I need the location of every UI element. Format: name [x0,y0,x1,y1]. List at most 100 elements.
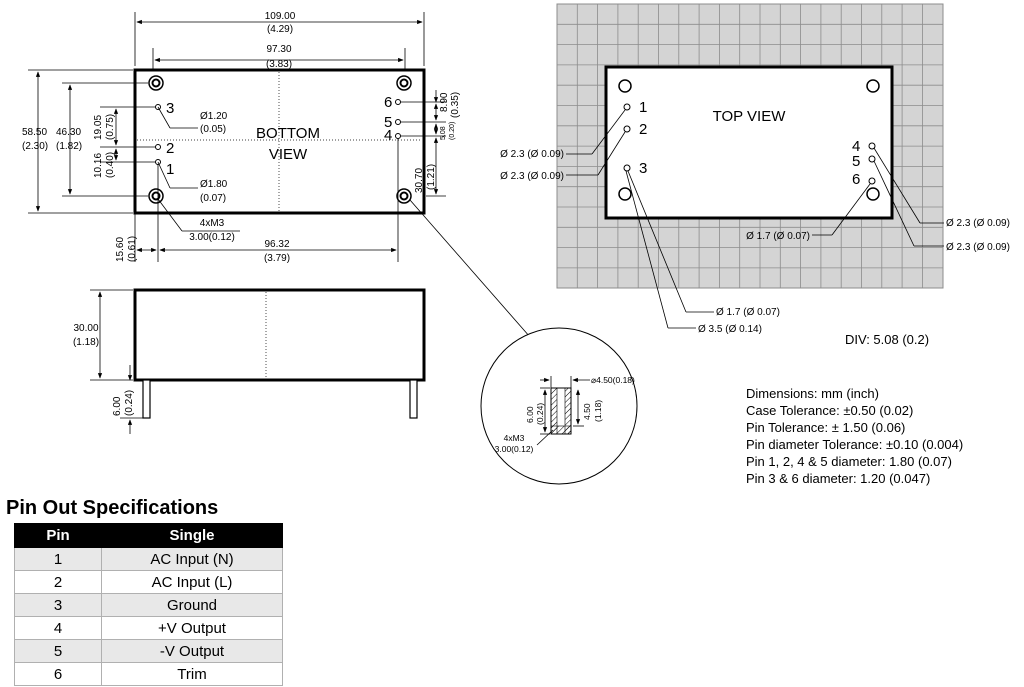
dim-pin12-inch: (0.40) [105,152,116,178]
dim-pin-length: 6.00 [112,396,123,416]
top-pin-5-label: 5 [852,153,860,170]
column-header-pin: Pin [14,523,102,548]
callout-pin4: Ø 2.3 (Ø 0.09) [946,218,1010,229]
pin-1-label: 1 [166,161,174,178]
pin-3-marker [155,104,161,110]
table-row: 4 +V Output [14,616,283,640]
top-mount-hole [618,79,632,93]
dim-pin56: 8.90 [439,92,450,112]
pin-2-label: 2 [166,140,174,157]
mounting-hole [396,188,412,204]
dim-pin-span: 96.32 [264,239,289,250]
dim-inner-height: 46.30 [56,127,81,138]
bottom-case-outline [133,68,426,215]
dim-pin45-inch: (0.20) [449,122,456,140]
dim-right-offset: 30.70 [414,168,425,193]
mounting-hole [148,188,164,204]
detail-depth: 6.00 [525,406,535,423]
pin-number: 6 [14,662,102,686]
pin3-diameter: Ø1.20 [200,111,228,122]
top-pin-3 [623,164,631,172]
dim-width: 109.00 [265,11,296,22]
dim-pin12: 10.16 [93,153,104,178]
top-view: TOP VIEW 1 2 3 4 5 6 Ø 2.3 (Ø 0.09) Ø 2.… [500,3,1010,347]
top-pin-6 [868,177,876,185]
pin-3-label: 3 [166,100,174,117]
detail-mount: 4xM3 [504,433,525,443]
pin-5-marker [395,119,401,125]
bottom-view-label-2: VIEW [269,146,308,163]
note-line: Pin 3 & 6 diameter: 1.20 (0.047) [746,471,930,486]
dim-height-inch: (2.30) [22,141,48,152]
mount-detail: ⌀4.50(0.18) 6.00 (0.24) 4.50 (1.18) 4xM3… [409,199,638,485]
callout-pin6: Ø 1.7 (Ø 0.07) [746,231,810,242]
note-line: Pin 1, 2, 4 & 5 diameter: 1.80 (0.07) [746,454,952,469]
side-pin [409,379,418,419]
top-pin-5 [868,155,876,163]
dim-case-height: 30.00 [73,323,98,334]
top-mount-hole [866,187,880,201]
dim-left-offset-inch: (0.61) [127,236,138,262]
pinout-title: Pin Out Specifications [6,497,219,519]
dim-pin56-inch: (0.35) [450,92,461,118]
pin3-diameter-inch: (0.05) [200,124,226,135]
table-row: 1 AC Input (N) [14,547,283,571]
callout-pin3b: Ø 3.5 (Ø 0.14) [698,324,762,335]
pin-function: +V Output [101,616,283,640]
table-row: 3 Ground [14,593,283,617]
note-line: Pin diameter Tolerance: ±0.10 (0.004) [746,437,963,452]
pin-function: Trim [101,662,283,686]
pin-number: 2 [14,570,102,594]
note-line: Case Tolerance: ±0.50 (0.02) [746,403,913,418]
pin-number: 3 [14,593,102,617]
grid-division: DIV: 5.08 (0.2) [845,332,929,347]
pinout-section: Pin Out Specifications Pin Single 1 AC I… [4,497,283,686]
top-pin-2-label: 2 [639,121,647,138]
mount-depth: 3.00(0.12) [189,232,235,243]
pin-number: 4 [14,616,102,640]
pin-number: 1 [14,547,102,571]
note-line: Dimensions: mm (inch) [746,386,879,401]
dim-pin3-offset-inch: (0.75) [105,114,116,140]
pin-function: -V Output [101,639,283,663]
dim-right-offset-inch: (1.21) [426,164,437,190]
callout-pin5: Ø 2.3 (Ø 0.09) [946,242,1010,253]
bottom-view-label: BOTTOM [256,125,320,142]
dim-pin-span-inch: (3.79) [264,253,290,264]
mounting-hole [148,75,164,91]
detail-depth-inch: (0.24) [535,403,545,425]
dim-height: 58.50 [22,127,47,138]
callout-pin3a: Ø 1.7 (Ø 0.07) [716,307,780,318]
pin1-diameter: Ø1.80 [200,179,228,190]
pin-4-label: 4 [384,127,392,144]
callout-pin2: Ø 2.3 (Ø 0.09) [500,171,564,182]
table-header-row: Pin Single [14,523,283,548]
top-pin-6-label: 6 [852,171,860,188]
top-pin-4-label: 4 [852,138,860,155]
top-case-outline [604,65,894,220]
pin-function: Ground [101,593,283,617]
detail-inner: 4.50 [582,403,592,420]
pin-number: 5 [14,639,102,663]
pin-function: AC Input (N) [101,547,283,571]
dim-inner-width: 97.30 [266,44,291,55]
notes: Dimensions: mm (inch) Case Tolerance: ±0… [746,386,963,486]
detail-mount-depth: 3.00(0.12) [495,444,534,454]
pin1-diameter-inch: (0.07) [200,193,226,204]
side-view: 30.00 (1.18) 6.00 (0.24) [73,288,426,434]
side-pin [142,379,151,419]
pin-6-marker [395,99,401,105]
column-header-single: Single [101,523,283,548]
top-mount-hole [866,79,880,93]
pinout-table: Pin Single 1 AC Input (N) 2 AC Input (L)… [14,523,283,686]
table-row: 5 -V Output [14,639,283,663]
dim-case-height-inch: (1.18) [73,337,99,348]
callout-pin1: Ø 2.3 (Ø 0.09) [500,149,564,160]
top-pin-1-label: 1 [639,99,647,116]
pin-6-label: 6 [384,94,392,111]
pin-5-label: 5 [384,114,392,131]
dim-pin45: 5.08 [440,126,447,140]
pin-2-marker [155,144,161,150]
dim-inner-height-inch: (1.82) [56,141,82,152]
